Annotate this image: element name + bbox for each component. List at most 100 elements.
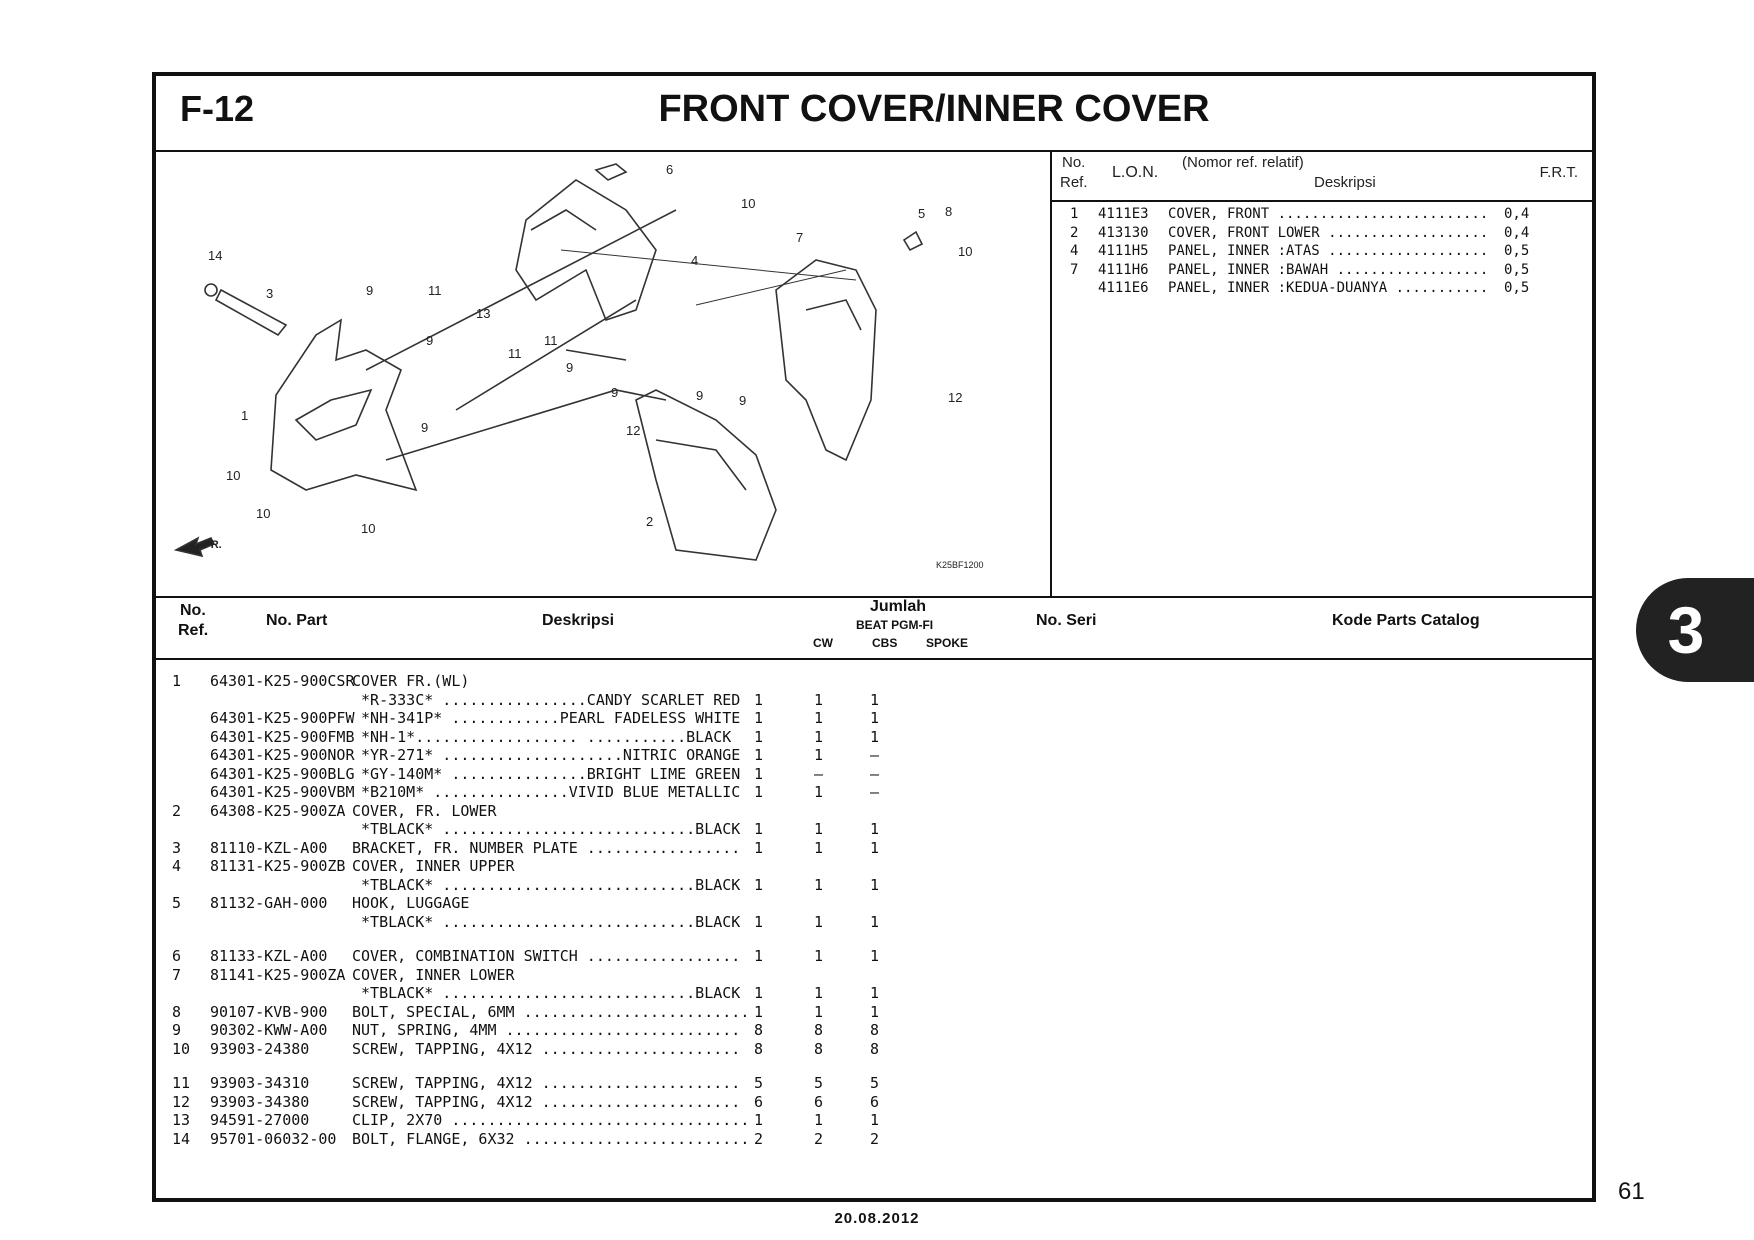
row-qty-cbs: 6 xyxy=(814,1092,824,1111)
callout-12a: 12 xyxy=(626,423,640,438)
row-part-number: 64301-K25-900NOR xyxy=(210,746,355,764)
row-qty-spoke: – xyxy=(870,783,880,801)
lon-reference-panel: No. Ref. L.O.N. (Nomor ref. relatif) Des… xyxy=(1052,150,1592,596)
row-ref: 13 xyxy=(172,1111,191,1129)
lon-code: 4111E6 xyxy=(1098,280,1149,296)
row-qty-cbs: 8 xyxy=(814,1021,824,1039)
row-part-number: 64301-K25-900FMB xyxy=(210,727,355,746)
row-qty-spoke: 8 xyxy=(870,1039,880,1058)
row-description: *B210M* ...............VIVID BLUE METALL… xyxy=(352,783,741,801)
row-part-number: 64301-K25-900PFW xyxy=(210,709,355,727)
row-qty-spoke: 6 xyxy=(870,1092,880,1111)
row-qty-spoke: 1 xyxy=(870,984,880,1002)
row-ref: 14 xyxy=(172,1129,191,1148)
front-direction-label: FR. xyxy=(204,539,222,551)
row-description: COVER, FR. LOWER xyxy=(352,801,497,820)
row-qty-cbs: – xyxy=(814,764,824,783)
row-qty-cbs: 8 xyxy=(814,1039,824,1058)
lon-header-nomor: (Nomor ref. relatif) xyxy=(1182,154,1304,171)
table-row: *R-333C* ................CANDY SCARLET R… xyxy=(156,691,1592,709)
row-description: *TBLACK* ............................BLA… xyxy=(352,984,741,1002)
callout-5: 5 xyxy=(918,206,925,221)
callout-11a: 11 xyxy=(428,283,442,298)
callout-9e: 9 xyxy=(611,385,618,400)
row-ref: 9 xyxy=(172,1021,182,1039)
row-description: HOOK, LUGGAGE xyxy=(352,894,470,912)
lon-ref: 4 xyxy=(1070,243,1079,259)
row-qty-cw: 1 xyxy=(754,690,764,709)
row-part-number: 81131-K25-900ZB xyxy=(210,857,346,875)
col-no: No. xyxy=(180,602,206,619)
callout-10c: 10 xyxy=(361,521,375,536)
row-qty-spoke: – xyxy=(870,764,880,783)
section-tab-badge: 3 xyxy=(1636,578,1754,682)
row-qty-spoke: 1 xyxy=(870,1111,880,1129)
row-qty-spoke: 8 xyxy=(870,1021,880,1039)
callout-10e: 10 xyxy=(958,244,972,259)
row-qty-spoke: 1 xyxy=(870,875,880,894)
catalog-page-frame: F-12 FRONT COVER/INNER COVER xyxy=(152,72,1596,1202)
row-qty-cw: 1 xyxy=(754,1111,764,1129)
diagram-code: K25BF1200 xyxy=(936,560,984,570)
col-spoke: SPOKE xyxy=(926,636,969,650)
lon-desc: PANEL, INNER :BAWAH .................. xyxy=(1168,261,1489,278)
row-qty-spoke: 1 xyxy=(870,838,880,857)
row-qty-spoke: 1 xyxy=(870,1002,880,1021)
callout-9a: 9 xyxy=(366,283,373,298)
diagram-drawing: 14 3 9 1 9 9 10 10 10 11 11 13 11 6 10 4… xyxy=(173,162,984,570)
lon-ref: 7 xyxy=(1070,261,1079,278)
row-description: *R-333C* ................CANDY SCARLET R… xyxy=(352,690,741,709)
callout-1: 1 xyxy=(241,408,248,423)
row-qty-cbs: 5 xyxy=(814,1074,824,1092)
row-qty-spoke: 1 xyxy=(870,947,880,965)
row-qty-cw: 8 xyxy=(754,1021,764,1039)
parts-table-header: No. Ref. No. Part Deskripsi Jumlah BEAT … xyxy=(156,596,1592,660)
row-part-number: 81141-K25-900ZA xyxy=(210,965,346,984)
lon-frt: 0,4 xyxy=(1504,206,1530,222)
row-qty-cbs: 1 xyxy=(814,746,824,764)
col-ref: Ref. xyxy=(178,622,209,639)
row-description: *NH-1*.................. ...........BLAC… xyxy=(352,727,732,746)
row-description: *GY-140M* ...............BRIGHT LIME GRE… xyxy=(352,764,741,783)
lon-desc: COVER, FRONT ......................... xyxy=(1168,206,1489,222)
row-qty-spoke: 1 xyxy=(870,690,880,709)
lon-code: 413130 xyxy=(1098,224,1149,241)
row-part-number: 95701-06032-00 xyxy=(210,1129,337,1148)
callout-7: 7 xyxy=(796,230,803,245)
row-part-number: 93903-24380 xyxy=(210,1039,310,1058)
row-description: *NH-341P* ............PEARL FADELESS WHI… xyxy=(352,709,741,727)
col-desc: Deskripsi xyxy=(542,612,615,629)
row-ref: 3 xyxy=(172,838,182,857)
row-qty-cw: 1 xyxy=(754,709,764,727)
row-ref: 12 xyxy=(172,1092,191,1111)
row-qty-cbs: 1 xyxy=(814,912,824,931)
table-row: *TBLACK* ............................BLA… xyxy=(156,820,1592,838)
callout-4: 4 xyxy=(691,253,698,268)
page-header: F-12 FRONT COVER/INNER COVER xyxy=(156,76,1592,152)
exploded-parts-diagram: 14 3 9 1 9 9 10 10 10 11 11 13 11 6 10 4… xyxy=(156,150,1052,596)
row-qty-cw: 5 xyxy=(754,1074,764,1092)
row-ref: 4 xyxy=(172,857,182,875)
row-ref: 6 xyxy=(172,947,182,965)
callout-10a: 10 xyxy=(226,468,240,483)
row-part-number: 64301-K25-900BLG xyxy=(210,764,355,783)
row-qty-spoke: 1 xyxy=(870,709,880,727)
row-description: SCREW, TAPPING, 4X12 ...................… xyxy=(352,1074,741,1092)
row-qty-cbs: 1 xyxy=(814,875,824,894)
row-description: BOLT, FLANGE, 6X32 .....................… xyxy=(352,1129,750,1148)
table-row: *TBLACK* ............................BLA… xyxy=(156,876,1592,894)
table-row: *TBLACK* ............................BLA… xyxy=(156,984,1592,1002)
row-qty-cw: 8 xyxy=(754,1039,764,1058)
lon-table-header: No. Ref. L.O.N. (Nomor ref. relatif) Des… xyxy=(1052,150,1592,202)
row-qty-cbs: 1 xyxy=(814,727,824,746)
callout-11c: 11 xyxy=(544,333,558,348)
row-description: CLIP, 2X70 .............................… xyxy=(352,1111,750,1129)
